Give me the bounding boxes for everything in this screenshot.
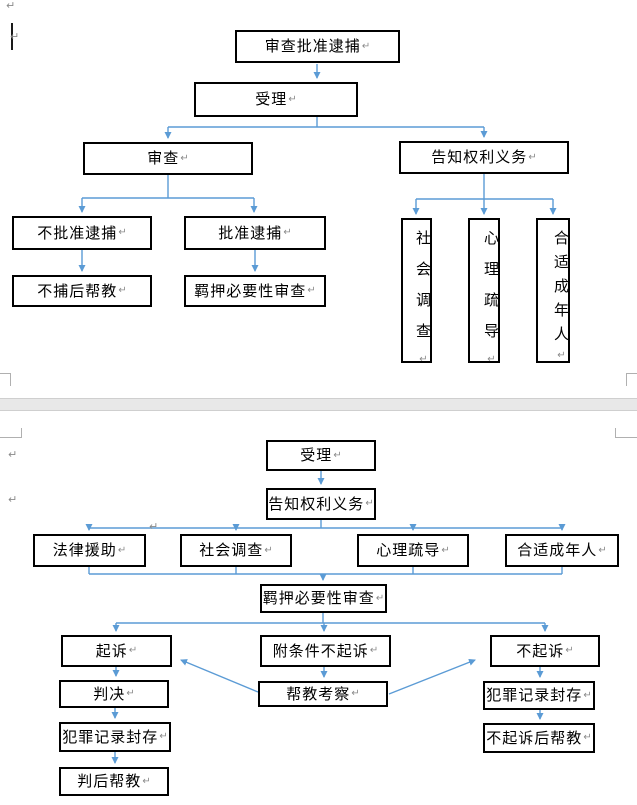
node2-judgment[interactable]: 判决↵: [59, 680, 169, 708]
node-disapprove-arrest[interactable]: 不批准逮捕↵: [12, 216, 152, 250]
node-appropriate-adult[interactable]: 合适成年人↵: [536, 218, 570, 363]
page2-top-left-margin-mark: [0, 428, 22, 438]
node-review[interactable]: 审查↵: [83, 142, 253, 175]
paragraph-mark: ↵: [10, 30, 20, 43]
node2-non-prosecution[interactable]: 不起诉↵: [490, 635, 600, 667]
page2-top-right-margin-mark: [615, 428, 637, 438]
node2-post-judgment-support[interactable]: 判后帮教↵: [59, 767, 169, 796]
node-inform-rights[interactable]: 告知权利义务↵: [399, 141, 569, 174]
node-review-approve-arrest[interactable]: 审查批准逮捕↵: [235, 30, 400, 63]
paragraph-mark: ↵: [8, 448, 18, 461]
paragraph-mark: ↵: [149, 520, 159, 533]
paragraph-mark: ↵: [8, 493, 18, 506]
node-social-investigation[interactable]: 社会调查↵: [401, 218, 432, 365]
node2-criminal-record-sealing[interactable]: 犯罪记录封存↵: [59, 722, 171, 752]
node2-criminal-record-sealing-right[interactable]: 犯罪记录封存↵: [483, 681, 595, 710]
node-non-arrest-support[interactable]: 不捕后帮教↵: [12, 275, 152, 307]
node2-custody-necessity-review[interactable]: 羁押必要性审查↵: [260, 584, 387, 613]
node2-psychological-counseling[interactable]: 心理疏导↵: [357, 534, 469, 567]
page-break-gap: [0, 398, 637, 411]
node-approve-arrest[interactable]: 批准逮捕↵: [184, 216, 326, 250]
page1-bottom-right-margin-mark: [626, 373, 637, 386]
node2-inform-rights[interactable]: 告知权利义务↵: [266, 488, 376, 520]
node2-prosecute[interactable]: 起诉↵: [61, 635, 172, 667]
node2-social-investigation[interactable]: 社会调查↵: [180, 534, 292, 567]
node2-post-non-prosecution-support[interactable]: 不起诉后帮教↵: [483, 723, 595, 753]
node-accept[interactable]: 受理↵: [194, 82, 358, 117]
node2-legal-aid[interactable]: 法律援助↵: [33, 534, 146, 567]
node2-accept[interactable]: 受理↵: [266, 440, 376, 471]
text-cursor: [11, 23, 13, 50]
node-custody-necessity-review[interactable]: 羁押必要性审查↵: [184, 275, 326, 307]
node2-appropriate-adult[interactable]: 合适成年人↵: [505, 534, 619, 567]
node2-support-observation[interactable]: 帮教考察↵: [258, 681, 388, 707]
page1-bottom-left-margin-mark: [0, 373, 11, 386]
paragraph-mark: ↵: [6, 0, 16, 12]
node-psychological-counseling[interactable]: 心理疏导↵: [468, 218, 500, 365]
node2-conditional-non-prosecution[interactable]: 附条件不起诉↵: [260, 635, 391, 667]
